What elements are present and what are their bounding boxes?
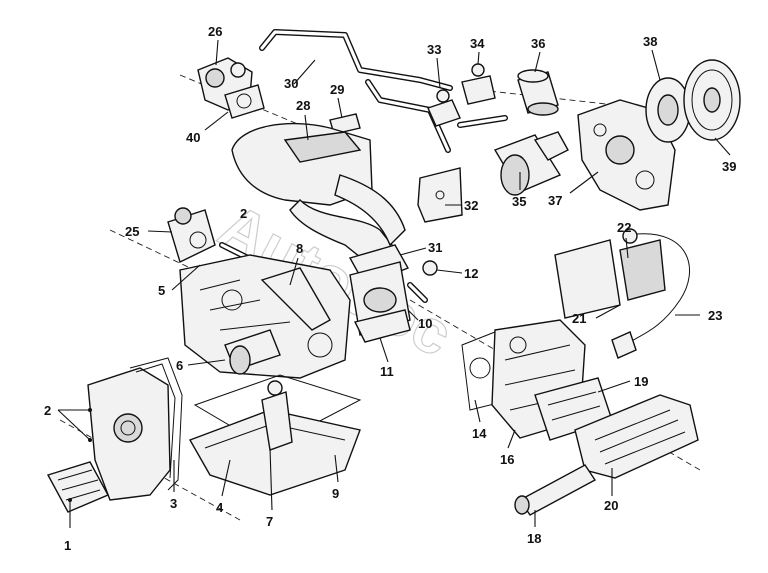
callout-6: 6 <box>176 358 183 373</box>
callout-37: 37 <box>548 193 562 208</box>
vacuum-valves <box>427 63 496 127</box>
callout-labels: 1 2 2 3 4 5 6 7 8 9 10 11 12 14 16 18 19… <box>44 24 736 553</box>
callout-40: 40 <box>186 130 200 145</box>
callout-2b: 2 <box>240 206 247 221</box>
callout-25: 25 <box>125 224 139 239</box>
callout-9: 9 <box>332 486 339 501</box>
intake-manifold <box>231 122 406 266</box>
callout-10: 10 <box>418 316 432 331</box>
callout-26: 26 <box>208 24 222 39</box>
callout-32: 32 <box>464 198 478 213</box>
leader-lines <box>57 39 731 528</box>
callout-4: 4 <box>216 500 224 515</box>
callout-22: 22 <box>617 220 631 235</box>
callout-23: 23 <box>708 308 722 323</box>
callout-11: 11 <box>380 364 394 379</box>
callout-36: 36 <box>531 36 545 51</box>
callout-28: 28 <box>296 98 310 113</box>
cover-gasket <box>129 357 183 491</box>
callout-33: 33 <box>427 42 441 57</box>
callout-21: 21 <box>572 311 586 326</box>
callout-7: 7 <box>266 514 273 529</box>
cylinder-head-group <box>461 319 613 441</box>
oil-pump-cover <box>46 461 109 513</box>
fuel-tube <box>259 29 508 153</box>
callout-19: 19 <box>634 374 648 389</box>
callout-2a: 2 <box>44 403 51 418</box>
callout-18: 18 <box>527 531 541 546</box>
callout-3: 3 <box>170 496 177 511</box>
front-cover <box>87 367 171 501</box>
bracket <box>417 167 463 223</box>
callout-30: 30 <box>284 76 298 91</box>
oil-filter <box>517 69 559 116</box>
oil-pickup <box>261 380 293 451</box>
callout-20: 20 <box>604 498 618 513</box>
callout-38: 38 <box>643 34 657 49</box>
ignition-coil <box>554 228 690 359</box>
callout-16: 16 <box>500 452 514 467</box>
water-pump <box>167 207 216 263</box>
callout-31: 31 <box>428 240 442 255</box>
throttle-body <box>348 244 438 343</box>
callout-34: 34 <box>470 36 485 51</box>
callout-1: 1 <box>64 538 71 553</box>
crankshaft <box>224 329 281 375</box>
callout-5: 5 <box>158 283 165 298</box>
camshaft <box>514 464 597 516</box>
oil-pan <box>188 374 362 496</box>
callout-35: 35 <box>512 194 526 209</box>
callout-8: 8 <box>296 241 303 256</box>
starter-motor <box>493 131 569 196</box>
engine-bracket <box>260 267 331 331</box>
callout-39: 39 <box>722 159 736 174</box>
callout-14: 14 <box>472 426 487 441</box>
callout-29: 29 <box>330 82 344 97</box>
callout-12: 12 <box>464 266 478 281</box>
thermostat-housing <box>197 57 265 119</box>
flywheel-assembly <box>645 59 741 143</box>
